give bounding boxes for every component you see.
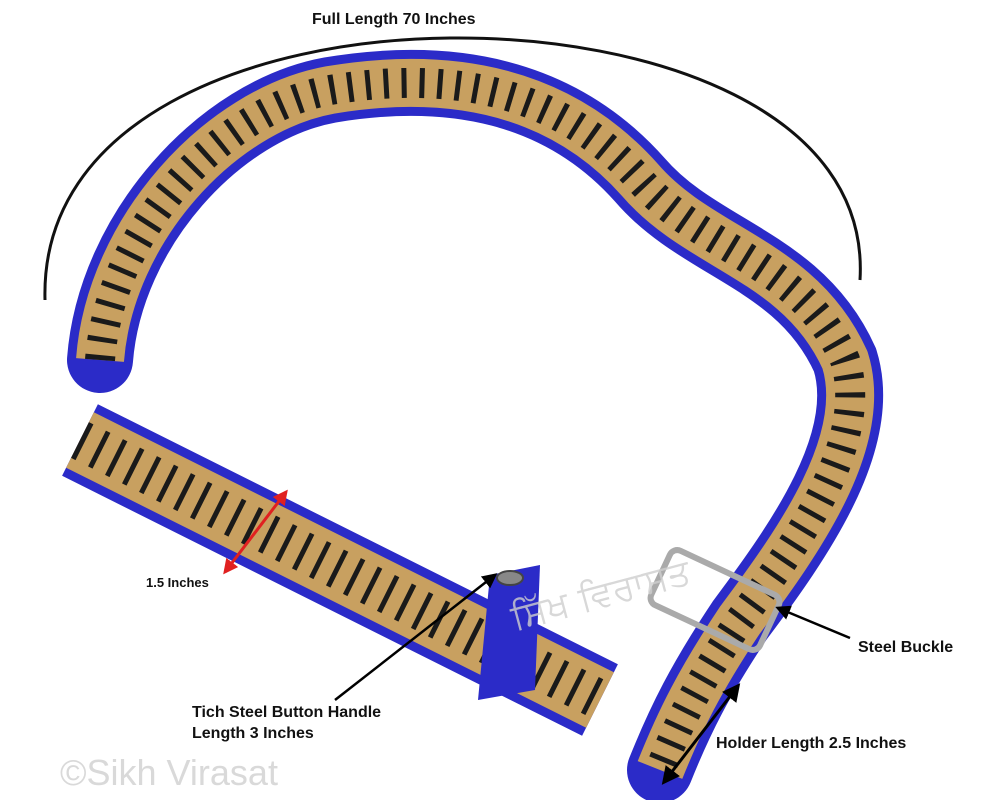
button-callout-arrow [334,573,498,701]
width-label: 1.5 Inches [146,575,209,590]
punjabi-watermark: ਸਿੱਖ ਵਿਰਾਸਤ [506,551,696,639]
steel-buckle-label: Steel Buckle [858,639,954,656]
buckle-callout-arrow [775,605,851,640]
button-handle-label: Tich Steel Button Handle Length 3 Inches [192,702,381,744]
full-length-label: Full Length 70 Inches [312,11,476,28]
holder-length-label: Holder Length 2.5 Inches [716,735,907,752]
button-handle [478,565,540,700]
belt-loop [67,49,884,800]
button-handle-label-line2: Length 3 Inches [192,725,314,742]
full-length-arc [43,36,862,301]
width-marker [223,489,288,575]
steel-button-icon [496,570,524,586]
holder-length-arrow [661,683,741,785]
copyright-watermark: ©Sikh Virasat [60,752,278,793]
steel-buckle [647,547,783,653]
button-handle-label-line1: Tich Steel Button Handle [192,704,382,721]
